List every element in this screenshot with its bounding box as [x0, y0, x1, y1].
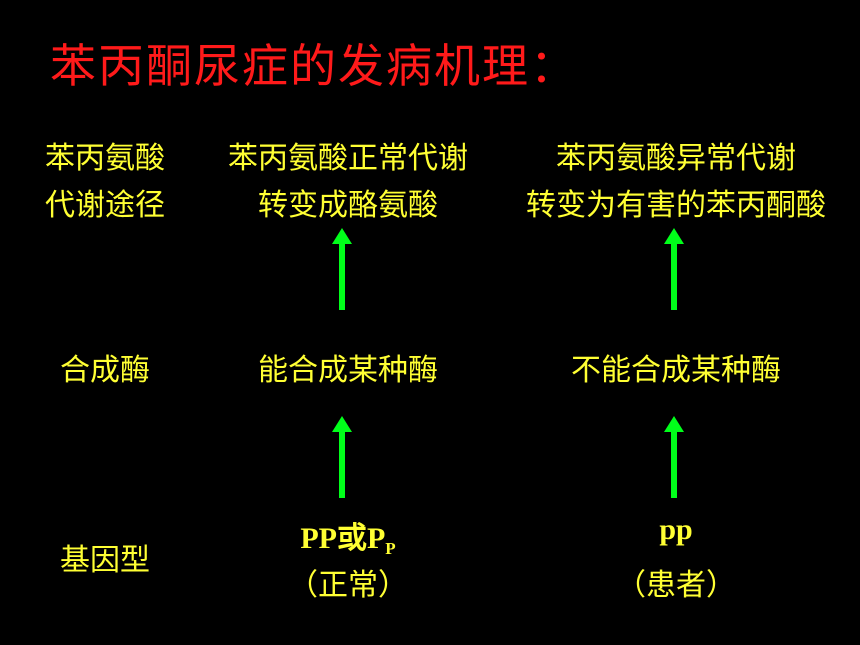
label-genotype: 基因型 — [60, 543, 150, 578]
up-arrow-icon — [332, 416, 352, 498]
normal-genotype-note: （正常） — [288, 568, 408, 603]
label-pathway-line1: 苯丙氨酸 — [45, 141, 165, 176]
up-arrow-icon — [664, 228, 684, 310]
label-pathway-line2: 代谢途径 — [45, 188, 165, 223]
normal-genotype: PP或PP — [300, 513, 395, 559]
normal-pathway-line1: 苯丙氨酸正常代谢 — [228, 141, 468, 176]
normal-genotype-main: PP或P — [300, 522, 386, 555]
normal-enzyme: 能合成某种酶 — [258, 353, 438, 388]
patient-pathway-line2: 转变为有害的苯丙酮酸 — [526, 188, 826, 223]
patient-genotype: pp — [659, 513, 693, 546]
up-arrow-icon — [332, 228, 352, 310]
patient-enzyme: 不能合成某种酶 — [571, 353, 781, 388]
patient-pathway-line1: 苯丙氨酸异常代谢 — [556, 141, 796, 176]
label-enzyme: 合成酶 — [60, 353, 150, 388]
patient-genotype-note: （患者） — [616, 568, 736, 603]
normal-pathway-line2: 转变成酪氨酸 — [258, 188, 438, 223]
normal-genotype-subscript: P — [385, 539, 396, 558]
up-arrow-icon — [664, 416, 684, 498]
page-title: 苯丙酮尿症的发病机理： — [50, 39, 578, 93]
